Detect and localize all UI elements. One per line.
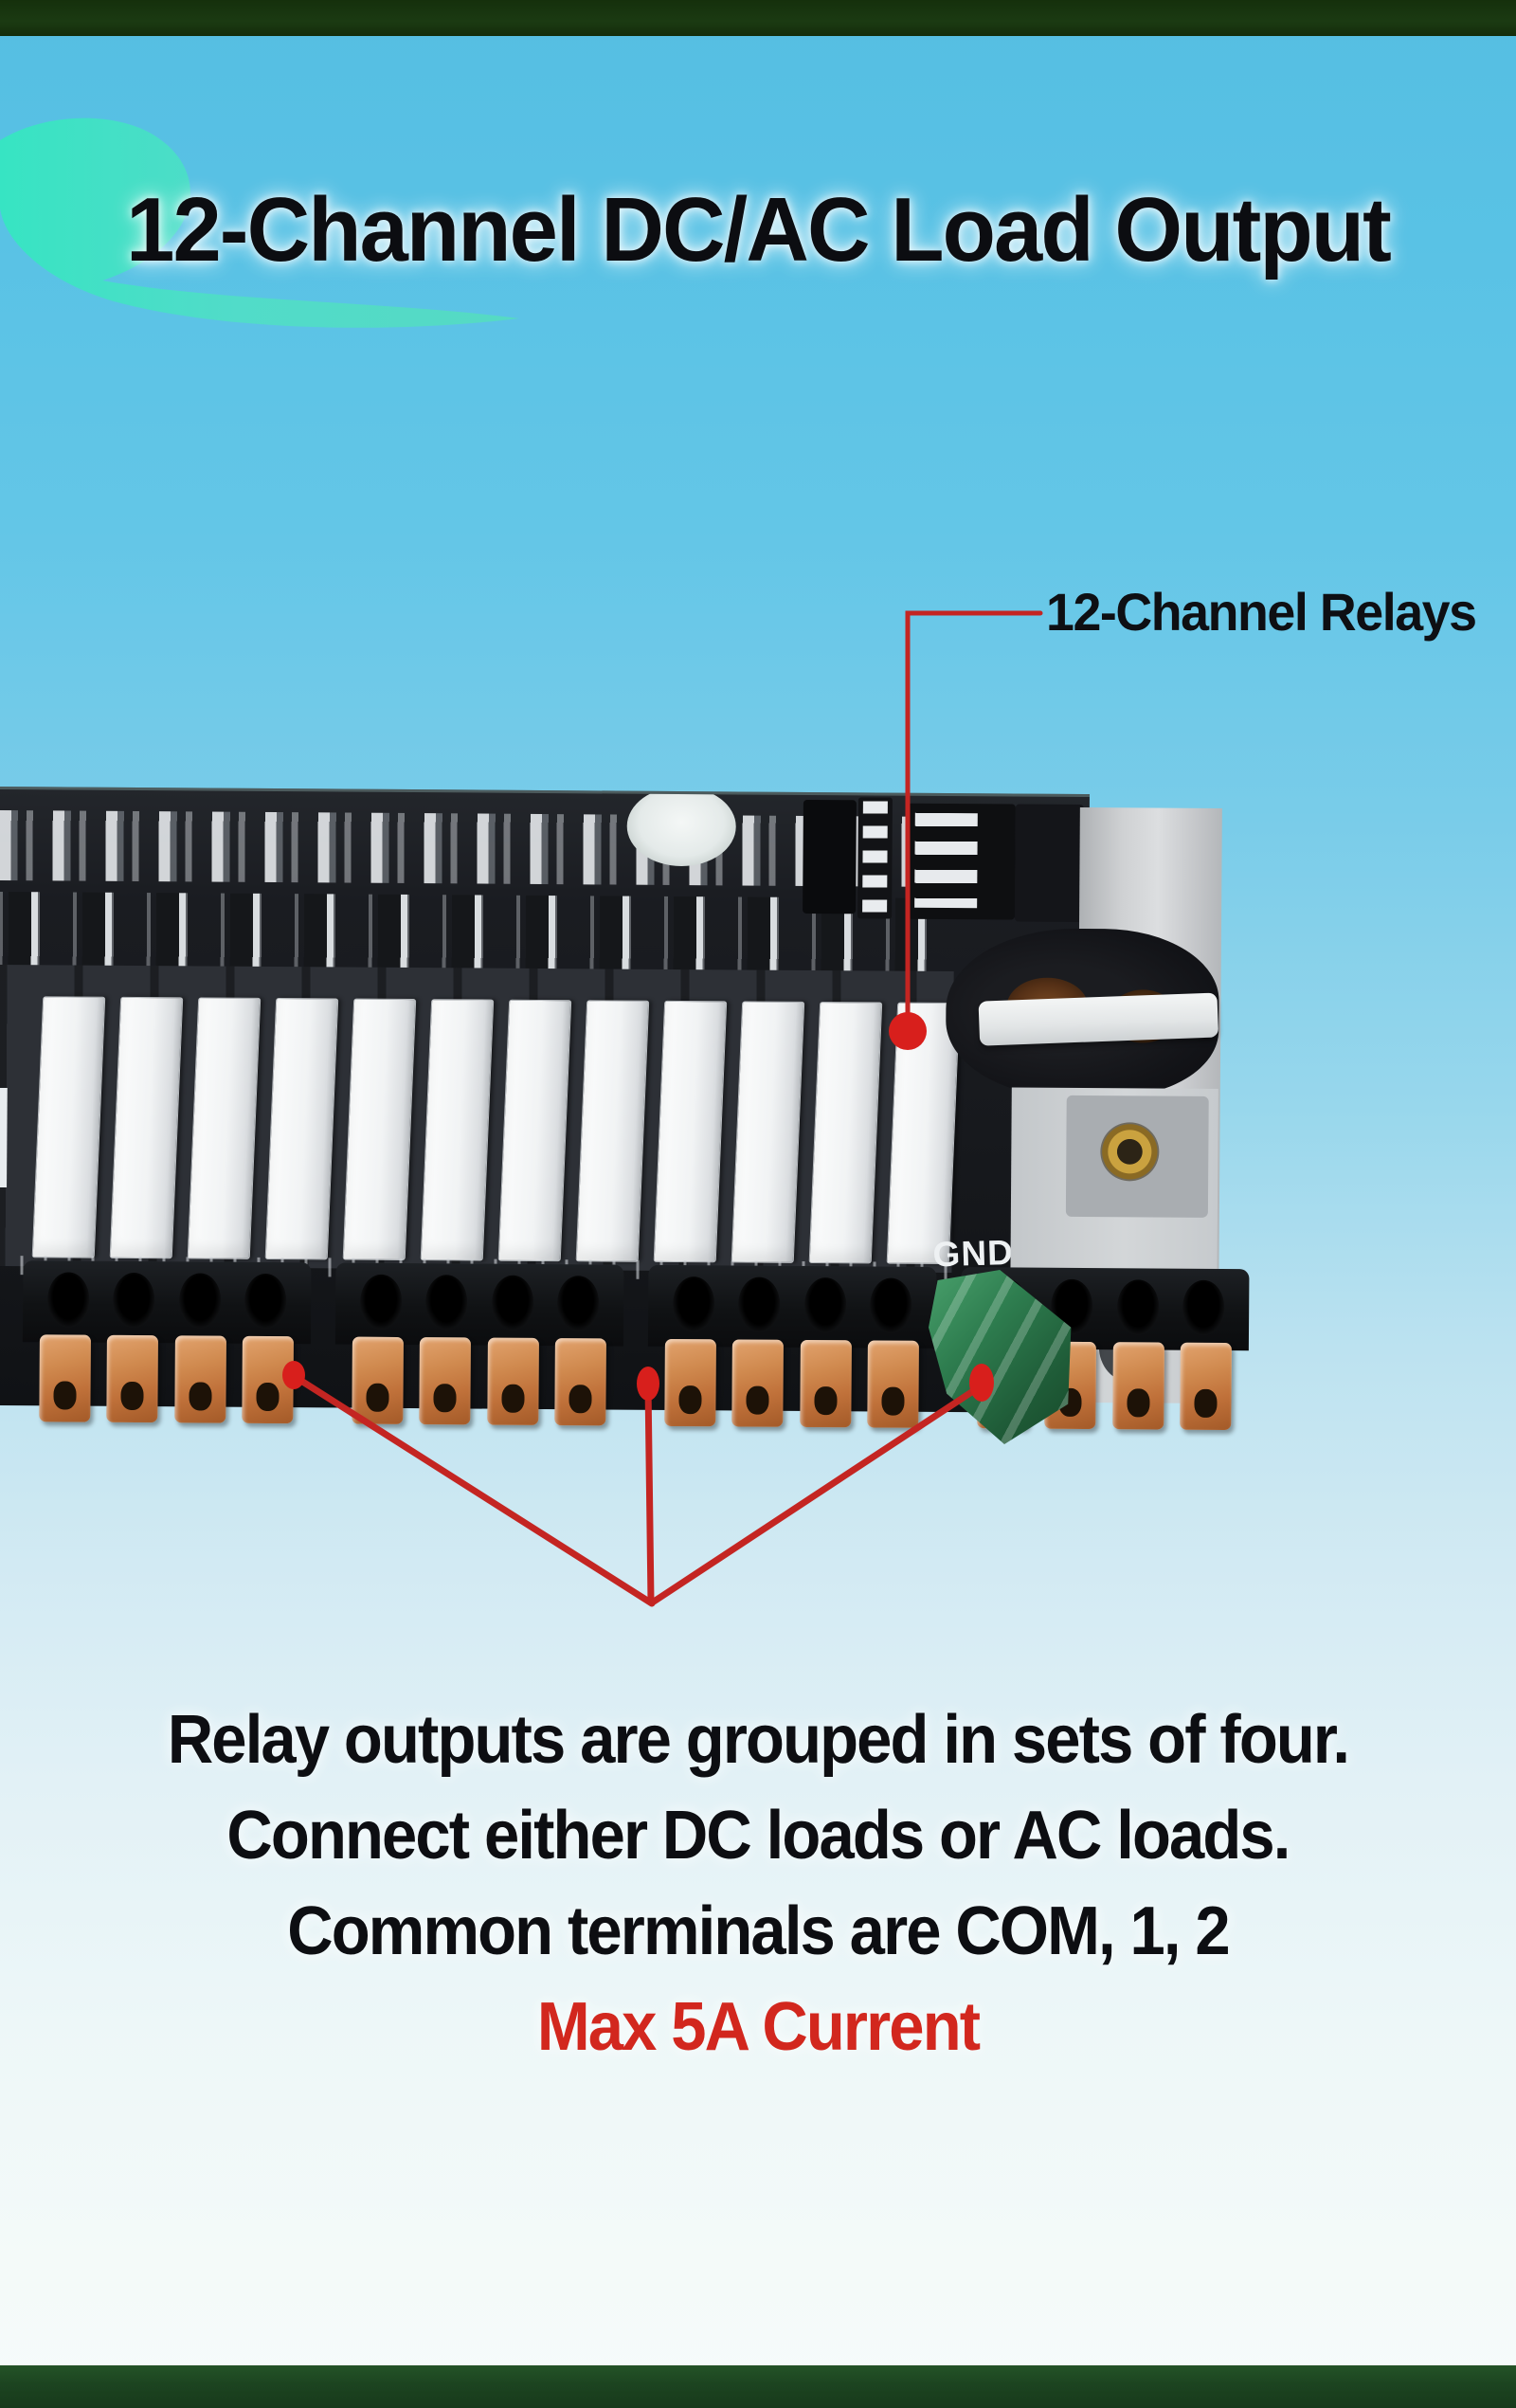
pointer-line-middle xyxy=(644,1382,655,1605)
max-current-text: Max 5A Current xyxy=(536,1989,981,2065)
bottom-bar xyxy=(0,2365,1516,2408)
pointer-line-left xyxy=(290,1372,656,1607)
caption-line: Common terminals are COM, 1, 2 xyxy=(287,1893,1230,1969)
caption-block: Relay outputs are grouped in sets of fou… xyxy=(53,1693,1463,2075)
callout-label: 12-Channel Relays xyxy=(1046,582,1477,642)
pointer-line-right xyxy=(650,1382,985,1605)
swoosh-graphic xyxy=(0,118,519,328)
caption-line: Connect either DC loads or AC loads. xyxy=(226,1798,1290,1874)
caption-line: Relay outputs are grouped in sets of fou… xyxy=(167,1702,1350,1778)
top-bar xyxy=(0,0,1516,36)
callout-dot xyxy=(889,1012,927,1050)
callout-line xyxy=(905,610,1043,1032)
pointer-dot-right xyxy=(969,1364,994,1402)
page-title: 12-Channel DC/AC Load Output xyxy=(126,179,1392,281)
pointer-dot-left xyxy=(282,1361,305,1389)
pointer-dot-middle xyxy=(637,1367,659,1401)
